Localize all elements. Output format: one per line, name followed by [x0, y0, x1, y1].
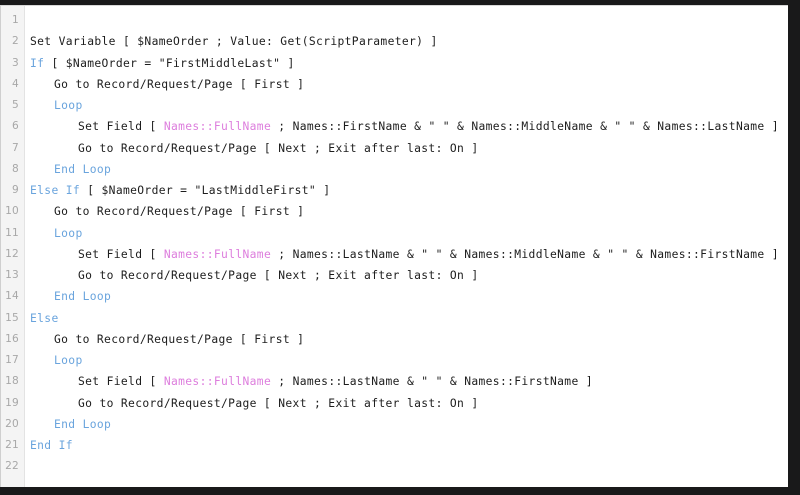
code-line-text: Set Field [ Names::FullName ; Names::Las… [78, 371, 593, 392]
code-line[interactable]: 5 Loop [1, 95, 788, 116]
code-line[interactable]: 18 Set Field [ Names::FullName ; Names::L… [1, 371, 788, 392]
code-line[interactable]: 13 Go to Record/Request/Page [ Next ; Exi… [1, 265, 788, 286]
code-token: Go to Record/Request/Page [ First ] [54, 205, 305, 219]
code-line-text: Go to Record/Request/Page [ Next ; Exit … [78, 265, 478, 286]
code-line[interactable]: 11 Loop [1, 223, 788, 244]
code-line[interactable]: 9 Else If [ $NameOrder = "LastMiddleFirst… [1, 180, 788, 201]
line-number-gutter [1, 6, 25, 487]
code-line[interactable]: 14 End Loop [1, 286, 788, 307]
line-number: 8 [12, 162, 19, 175]
code-line[interactable]: 19 Go to Record/Request/Page [ Next ; Exi… [1, 393, 788, 414]
line-number: 6 [12, 120, 19, 133]
code-line-text: Go to Record/Request/Page [ Next ; Exit … [78, 138, 478, 159]
code-line-text: Go to Record/Request/Page [ Next ; Exit … [78, 393, 478, 414]
code-line[interactable]: 4 Go to Record/Request/Page [ First ] [1, 74, 788, 95]
code-line-text: Set Variable [ $NameOrder ; Value: Get(S… [30, 31, 438, 52]
code-line-text: Loop [54, 350, 83, 371]
code-line[interactable]: 2 Set Variable [ $NameOrder ; Value: Get(… [1, 31, 788, 52]
line-number: 9 [12, 184, 19, 196]
code-line[interactable]: 20 End Loop [1, 414, 788, 435]
line-number: 12 [5, 247, 19, 260]
code-line-text: Set Field [ Names::FullName ; Names::Las… [78, 244, 779, 265]
code-token: Set Field [ [78, 120, 164, 134]
code-line[interactable]: 12 Set Field [ Names::FullName ; Names::L… [1, 244, 788, 265]
code-line[interactable]: 6 Set Field [ Names::FullName ; Names::Fi… [1, 116, 788, 137]
code-line-text: Go to Record/Request/Page [ First ] [54, 201, 304, 222]
code-token: Go to Record/Request/Page [ First ] [54, 77, 305, 91]
code-token: Set Variable [ $NameOrder ; Value: Get(S… [30, 35, 438, 49]
code-token: [ $NameOrder = "FirstMiddleLast" ] [44, 56, 295, 70]
line-number: 13 [5, 269, 19, 281]
code-line-text: Set Field [ Names::FullName ; Names::Fir… [78, 116, 779, 137]
line-number: 1 [12, 14, 19, 26]
line-number: 2 [12, 35, 19, 48]
keyword-token: Loop [54, 226, 83, 240]
keyword-token: If [30, 56, 45, 70]
code-token: Set Field [ [78, 247, 164, 261]
line-number: 22 [5, 460, 19, 473]
code-line[interactable]: 1 [1, 10, 788, 31]
line-number: 4 [12, 77, 19, 90]
code-line-text: Else [30, 308, 59, 329]
code-line-text: Loop [54, 223, 83, 244]
line-number: 20 [5, 417, 19, 430]
code-token: Go to Record/Request/Page [ Next ; Exit … [78, 396, 479, 410]
field-reference-token: Names::FullName [163, 375, 272, 389]
line-number: 14 [5, 290, 19, 303]
code-line[interactable]: 22 [1, 456, 788, 477]
keyword-token: Else [30, 311, 59, 325]
line-number: 16 [5, 332, 19, 345]
line-number: 11 [5, 226, 19, 239]
code-line[interactable]: 17 Loop [1, 350, 788, 371]
keyword-token: Loop [54, 354, 83, 367]
keyword-token: Loop [54, 99, 83, 112]
code-line-text: Loop [54, 95, 83, 116]
code-line-text: End If [30, 435, 73, 456]
code-token: ; Names::LastName & " " & Names::MiddleN… [271, 247, 779, 261]
code-line-text: End Loop [54, 159, 111, 180]
code-token: Go to Record/Request/Page [ First ] [54, 332, 305, 346]
code-line[interactable]: 7 Go to Record/Request/Page [ Next ; Exit… [1, 138, 788, 159]
code-line[interactable]: 16 Go to Record/Request/Page [ First ] [1, 329, 788, 350]
keyword-token: End Loop [54, 417, 112, 431]
code-line[interactable]: 21 End If [1, 435, 788, 456]
line-number: 18 [5, 375, 19, 388]
code-token: Set Field [ [78, 375, 164, 389]
code-line-text: Go to Record/Request/Page [ First ] [54, 74, 304, 95]
code-token: ; Names::LastName & " " & Names::FirstNa… [271, 375, 593, 389]
line-number: 7 [12, 141, 19, 154]
keyword-token: Else If [30, 184, 81, 197]
code-token: [ $NameOrder = "LastMiddleFirst" ] [80, 184, 331, 197]
field-reference-token: Names::FullName [163, 120, 272, 134]
line-number: 17 [5, 354, 19, 366]
code-line[interactable]: 10 Go to Record/Request/Page [ First ] [1, 201, 788, 222]
keyword-token: End Loop [54, 162, 112, 176]
code-token: ; Names::FirstName & " " & Names::Middle… [271, 120, 779, 134]
code-line-text: End Loop [54, 414, 111, 435]
line-number: 15 [5, 311, 19, 324]
line-number: 3 [12, 56, 19, 69]
code-line[interactable]: 8 End Loop [1, 159, 788, 180]
code-token: Go to Record/Request/Page [ Next ; Exit … [78, 141, 479, 155]
keyword-token: End Loop [54, 290, 112, 304]
line-number: 19 [5, 396, 19, 409]
code-line-text: Else If [ $NameOrder = "LastMiddleFirst"… [30, 180, 330, 201]
line-number: 10 [5, 205, 19, 218]
code-line-text: End Loop [54, 286, 111, 307]
code-line[interactable]: 3 If [ $NameOrder = "FirstMiddleLast" ] [1, 53, 788, 74]
code-line[interactable]: 15 Else [1, 308, 788, 329]
code-line-text: Go to Record/Request/Page [ First ] [54, 329, 304, 350]
field-reference-token: Names::FullName [163, 247, 272, 261]
line-number: 21 [5, 439, 19, 451]
code-token: Go to Record/Request/Page [ Next ; Exit … [78, 269, 479, 282]
keyword-token: End If [30, 439, 73, 452]
code-line-text: If [ $NameOrder = "FirstMiddleLast" ] [30, 53, 295, 74]
line-number: 5 [12, 99, 19, 111]
